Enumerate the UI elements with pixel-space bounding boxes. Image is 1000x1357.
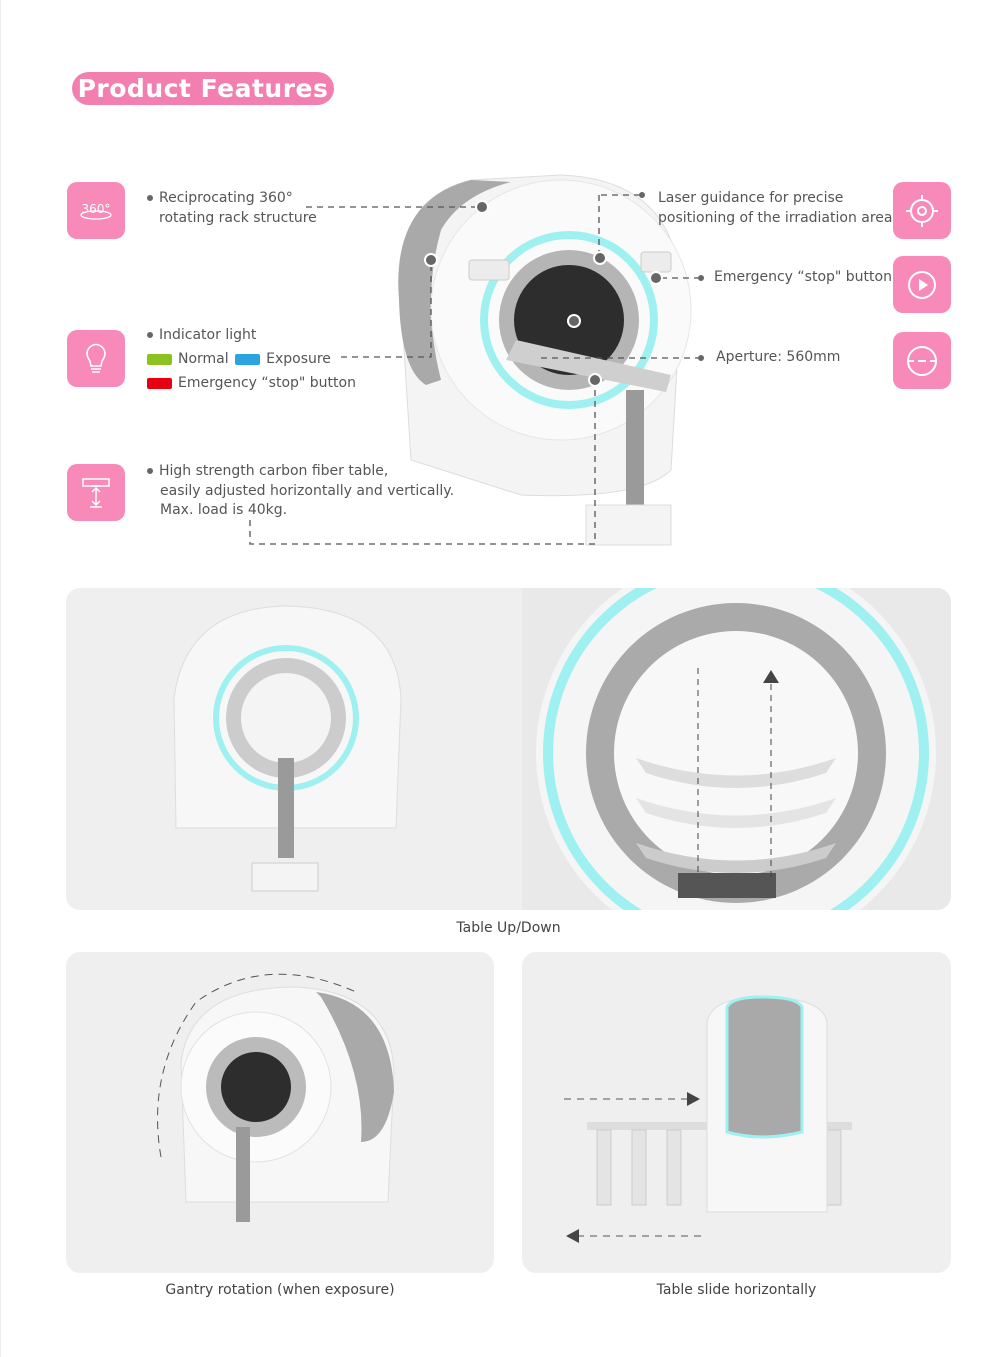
feature-indicator: Indicator light Normal Exposure Emergenc… [147,323,356,395]
feature-aperture: Aperture: 560mm [716,349,841,365]
play-stop-icon [893,256,951,313]
table-height-icon [67,464,125,521]
gantry-rotation-panel [66,952,494,1273]
page-title: Product Features [72,72,334,105]
light-bulb-icon [67,330,125,387]
emergency-swatch [147,377,172,389]
table-slide-panel [522,952,951,1273]
caption-table-slide: Table slide horizontally [656,1282,817,1298]
feature-stop: Emergency “stop" button [714,269,892,285]
caption-table-updown: Table Up/Down [456,920,561,936]
exposure-swatch [235,353,261,365]
normal-swatch [147,353,172,365]
feature-rotation: Reciprocating 360° rotating rack structu… [147,189,317,228]
laser-target-icon [893,182,951,239]
rotation-360-icon: 360° [67,182,125,239]
ct-scanner-illustration [249,174,704,546]
aperture-icon [893,332,951,389]
svg-text:360°: 360° [82,202,111,216]
caption-gantry-rotation: Gantry rotation (when exposure) [165,1282,395,1298]
table-updown-panel [66,588,951,910]
feature-table: High strength carbon fiber table, easily… [147,462,454,521]
